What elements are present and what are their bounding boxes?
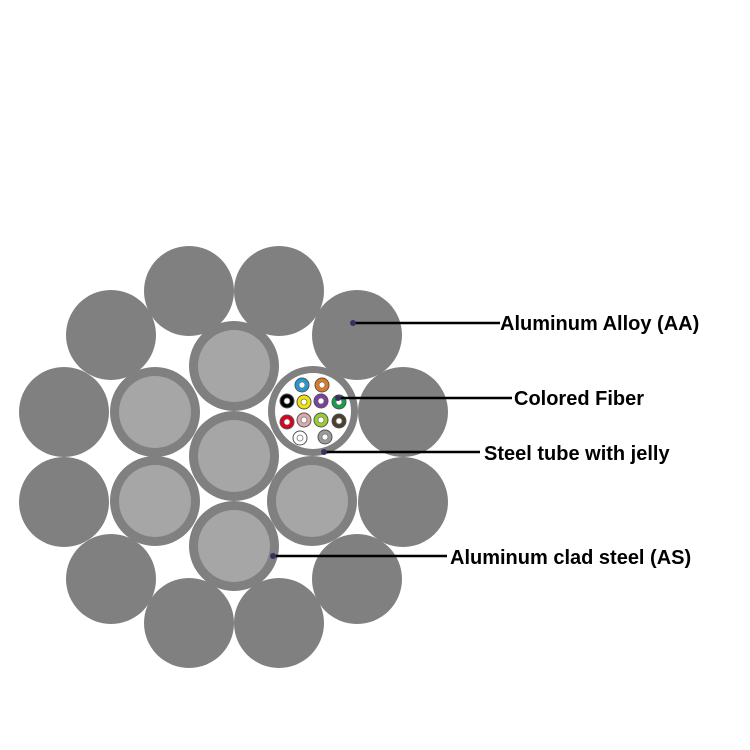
- aa-wire: [19, 367, 109, 457]
- aa-wire: [234, 578, 324, 668]
- aluminum-clad-steel-layer: [110, 321, 357, 591]
- aa-wire: [312, 290, 402, 380]
- as-wire: [267, 456, 357, 546]
- pointer-dot: [335, 395, 341, 401]
- fiber-white: [292, 430, 308, 446]
- pointer-dot: [350, 320, 356, 326]
- as-wire-center: [189, 411, 279, 501]
- label-colored-fiber: Colored Fiber: [514, 388, 644, 410]
- fiber-orange: [314, 377, 330, 393]
- steel-tube-with-jelly: [268, 366, 358, 456]
- aluminum-alloy-outer-layer: [19, 246, 448, 668]
- leader-lines: [270, 320, 512, 559]
- fiber-gray: [317, 429, 333, 445]
- fiber-purple: [313, 393, 329, 409]
- aa-wire: [66, 534, 156, 624]
- as-wire: [189, 321, 279, 411]
- pointer-dot: [270, 553, 276, 559]
- aa-wire: [312, 534, 402, 624]
- label-aluminum-alloy: Aluminum Alloy (AA): [500, 313, 699, 335]
- fiber-black: [279, 393, 295, 409]
- fiber-red: [279, 414, 295, 430]
- aa-wire: [144, 246, 234, 336]
- aa-wire: [19, 457, 109, 547]
- aa-wire: [144, 578, 234, 668]
- label-aluminum-clad-steel: Aluminum clad steel (AS): [450, 547, 691, 569]
- fiber-rose: [296, 412, 312, 428]
- fiber-yellow: [296, 394, 312, 410]
- fiber-brown: [331, 413, 347, 429]
- aa-wire: [234, 246, 324, 336]
- label-steel-tube: Steel tube with jelly: [484, 443, 670, 465]
- fiber-blue: [294, 377, 310, 393]
- as-wire: [189, 501, 279, 591]
- aa-wire: [66, 290, 156, 380]
- as-wire: [110, 367, 200, 457]
- pointer-dot: [321, 449, 327, 455]
- as-wire: [110, 456, 200, 546]
- aa-wire: [358, 367, 448, 457]
- aa-wire: [358, 457, 448, 547]
- fiber-light-green: [313, 412, 329, 428]
